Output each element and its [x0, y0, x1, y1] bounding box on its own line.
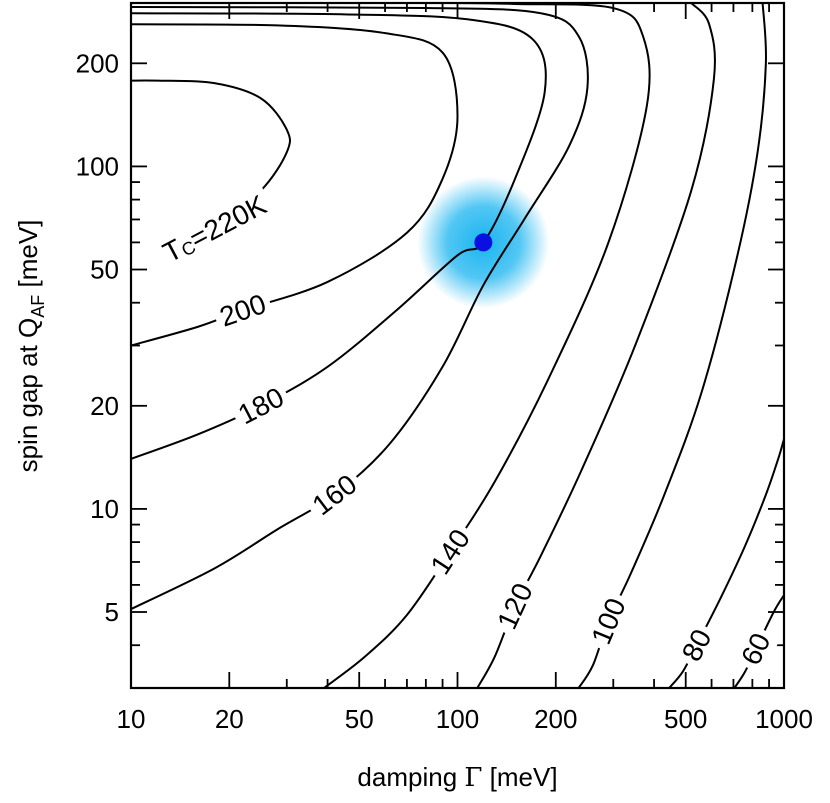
contour-label-background [152, 184, 277, 273]
contour-label-background [301, 463, 368, 526]
contour-line-100 [577, 3, 767, 688]
contour-line-140 [323, 3, 651, 688]
x-tick-label: 20 [215, 704, 244, 734]
contour-lines [131, 3, 784, 688]
y-tick-label: 50 [90, 255, 119, 285]
x-tick-label: 500 [664, 704, 707, 734]
x-axis-label: damping Γ [meV] [357, 762, 557, 793]
contour-label-background [210, 284, 276, 337]
x-tick-label: 100 [436, 704, 479, 734]
contour-label-background [420, 518, 481, 586]
y-tick-label: 200 [76, 48, 119, 78]
contour-label-background [487, 573, 543, 640]
y-tick-label: 100 [76, 151, 119, 181]
contour-label-background [581, 588, 636, 655]
y-tick-label: 5 [105, 597, 119, 627]
axis-ticks [130, 3, 785, 688]
contour-line-200 [131, 23, 459, 347]
y-tick-label: 10 [90, 494, 119, 524]
plot-frame [129, 1, 786, 690]
data-point-marker [474, 233, 493, 252]
contour-label-background [731, 622, 781, 676]
contour-label-220: TC=220K [158, 188, 272, 268]
x-tick-label: 50 [345, 704, 374, 734]
x-tick-label: 10 [117, 704, 146, 734]
contour-line-160 [131, 6, 589, 610]
contour-line-80 [668, 438, 784, 688]
contour-label-background [671, 618, 722, 672]
marker-layer [474, 233, 493, 252]
x-tick-label: 1000 [755, 704, 813, 734]
contour-label-background [227, 377, 295, 435]
y-tick-label: 20 [90, 391, 119, 421]
y-axis-label: spin gap at QAF [meV] [13, 220, 48, 473]
contour-label-200: 200 [216, 288, 270, 333]
x-tick-label: 200 [534, 704, 577, 734]
